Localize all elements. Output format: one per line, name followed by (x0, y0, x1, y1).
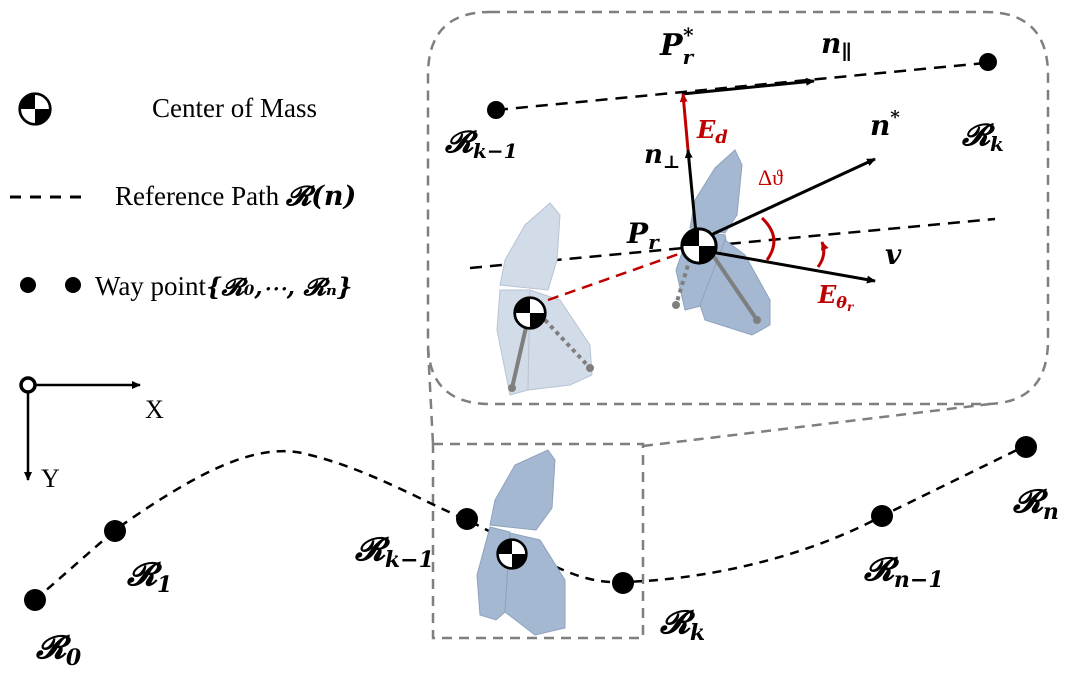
inset-detail: 𝓡k−1 𝓡k Pr* n∥ n⊥ n* Pr Ed Δϑ v Eθr (444, 23, 1004, 396)
robot-leg-solid (706, 246, 759, 322)
label-n-parallel: n∥ (821, 27, 852, 64)
zoom-region-frame (431, 442, 645, 640)
delta-theta-arc (760, 216, 776, 261)
label-p-star: Pr* (659, 23, 695, 69)
waypoint-dot-icon (65, 277, 81, 293)
waypoint-r1 (104, 520, 126, 542)
label-r0: 𝓡0 (35, 628, 82, 671)
reference-path: 𝓡0 𝓡1 𝓡k−1 𝓡k 𝓡n−1 𝓡n (24, 436, 1059, 671)
robot-current (672, 149, 771, 336)
waypoint-rk (612, 572, 634, 594)
center-of-mass-icon (18, 92, 52, 126)
waypoint-dot-icon (20, 277, 36, 293)
reference-path-curve (34, 444, 1026, 601)
reference-path-symbol: 𝓡(n) (285, 181, 356, 212)
origin-icon (19, 376, 37, 394)
legend-waypoint: Way point{𝓡₀,⋯, 𝓡ₙ} (95, 271, 352, 301)
robot-ghost (496, 202, 594, 396)
waypoint-rn-1 (871, 505, 893, 527)
inset-frame (426, 10, 1050, 406)
ghost-leg-dotted (543, 318, 592, 370)
position-error-line (547, 248, 691, 302)
e-theta-arc (816, 241, 829, 268)
label-rk: 𝓡k (659, 603, 705, 646)
label-n-perpendicular: n⊥ (644, 140, 680, 173)
legend: Center of Mass Reference Path 𝓡(n) Way p… (10, 92, 356, 301)
thumbnail-center-of-mass-icon (496, 538, 528, 570)
robot-thumbnail (476, 449, 566, 636)
legend-reference-path: Reference Path 𝓡(n) (115, 181, 356, 212)
callout-connector-right (642, 402, 991, 448)
label-delta-theta: Δϑ (758, 165, 783, 190)
label-inset-rk-1: 𝓡k−1 (444, 125, 518, 163)
robot-leg-dotted (674, 257, 692, 306)
waypoint-rk-1 (456, 508, 478, 530)
y-axis-label: Y (41, 464, 60, 493)
label-n-star: n* (870, 107, 900, 142)
robot-center-of-mass-icon (680, 227, 718, 265)
label-e-theta: Eθr (817, 280, 855, 314)
label-rn-1: 𝓡n−1 (863, 550, 944, 593)
legend-reference-path-label: Reference Path (115, 181, 286, 211)
velocity-arrow (699, 248, 876, 284)
waypoint-rn (1015, 436, 1037, 458)
coordinate-axes: X Y (19, 376, 164, 493)
inset-waypoint-rk (979, 53, 997, 71)
inset-reference-segment (495, 61, 986, 112)
label-velocity: v (885, 238, 902, 271)
n-star-arrow (699, 157, 876, 242)
label-ed: Ed (696, 115, 728, 148)
ed-error-arrow (679, 93, 690, 151)
label-rk-1: 𝓡k−1 (354, 530, 434, 573)
label-rn: 𝓡n (1012, 482, 1059, 525)
legend-waypoint-label: Way point (95, 271, 207, 301)
label-inset-rk: 𝓡k (961, 118, 1004, 156)
ghost-center-of-mass-icon (513, 296, 547, 330)
callout-connector-left (426, 347, 435, 445)
zoom-callout (426, 10, 1050, 640)
label-pr: Pr (626, 217, 660, 254)
label-r1: 𝓡1 (126, 555, 172, 598)
legend-center-of-mass: Center of Mass (152, 93, 317, 123)
inset-waypoint-rk-1 (487, 101, 505, 119)
x-axis-label: X (145, 395, 164, 424)
n-parallel-arrow (681, 77, 815, 96)
waypoint-set-symbol: {𝓡₀,⋯, 𝓡ₙ} (206, 272, 352, 301)
waypoint-r0 (24, 589, 46, 611)
